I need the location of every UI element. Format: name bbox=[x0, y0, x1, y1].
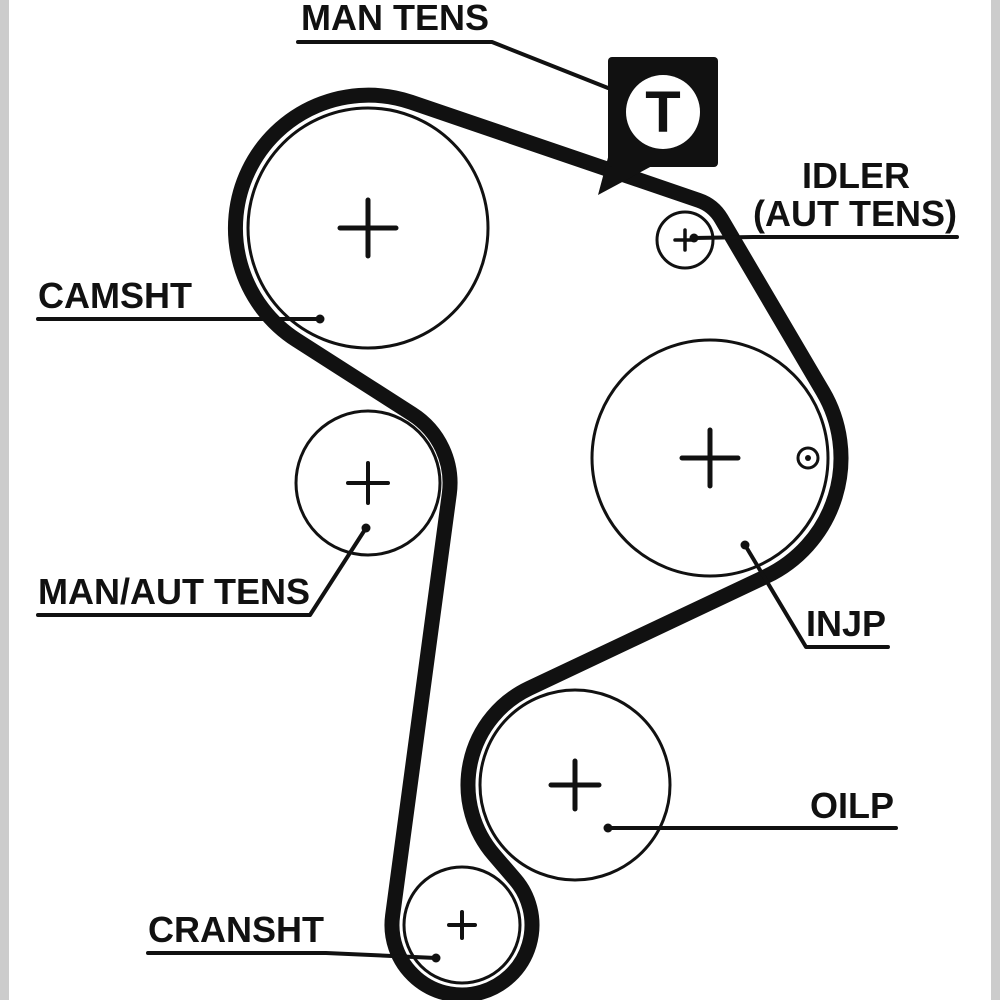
leader-injp bbox=[743, 543, 890, 649]
label-idler-line2: (AUT TENS) bbox=[753, 193, 957, 234]
label-man-tens: MAN TENS bbox=[301, 0, 489, 38]
leader-cransht bbox=[146, 951, 438, 960]
leader-man-aut-tens bbox=[36, 526, 368, 617]
leader-dot-oilp bbox=[603, 823, 613, 833]
leader-dot-camsht bbox=[315, 314, 325, 324]
label-camsht: CAMSHT bbox=[38, 275, 192, 316]
right-edge-strip bbox=[991, 0, 1000, 1000]
crankshaft-cross-icon bbox=[447, 910, 477, 940]
label-idler-line1: IDLER bbox=[802, 155, 910, 196]
t-symbol-icon: T bbox=[645, 80, 680, 145]
leader-dot-injp bbox=[740, 540, 750, 550]
injection-pump-bolt-dot bbox=[805, 455, 811, 461]
oil-pump-cross-icon bbox=[548, 758, 602, 812]
label-oilp: OILP bbox=[810, 785, 894, 826]
injection-pump-cross-icon bbox=[679, 427, 741, 489]
leader-dot-cransht bbox=[431, 953, 441, 963]
left-edge-strip bbox=[0, 0, 9, 1000]
label-man-aut-tens: MAN/AUT TENS bbox=[38, 571, 310, 612]
label-cransht: CRANSHT bbox=[148, 909, 324, 950]
man-tens-badge-circle bbox=[626, 75, 700, 149]
leader-dot-idler bbox=[689, 233, 699, 243]
leader-dot-man-aut-tens bbox=[361, 523, 371, 533]
tensioner-cross-icon bbox=[346, 461, 390, 505]
timing-belt bbox=[227, 87, 849, 1000]
camshaft-cross-icon bbox=[337, 197, 399, 259]
leader-idler bbox=[692, 235, 959, 240]
label-injp: INJP bbox=[806, 603, 886, 644]
leader-man-tens bbox=[296, 40, 610, 90]
